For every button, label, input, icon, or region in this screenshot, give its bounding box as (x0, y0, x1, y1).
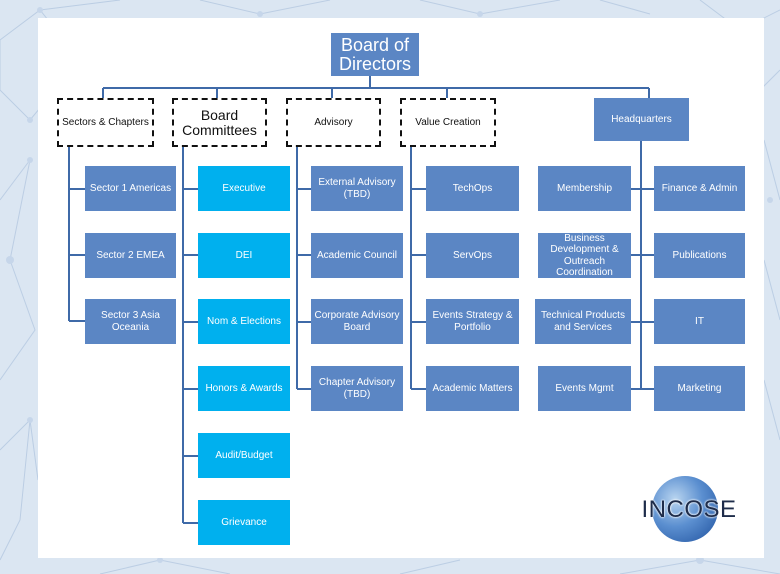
committee-box: Audit/Budget (198, 433, 290, 478)
committee-box: Grievance (198, 500, 290, 545)
advisory-box: Academic Council (311, 233, 403, 278)
hq-right-box: Finance & Admin (654, 166, 745, 211)
org-chart-connectors (68, 76, 654, 524)
hq-left-box: Membership (538, 166, 631, 211)
committee-box: Nom & Elections (198, 299, 290, 344)
committee-box: Honors & Awards (198, 366, 290, 411)
org-chart-slide: Board of Directors Sectors & Chapters Bo… (38, 18, 764, 558)
advisory-box: Chapter Advisory (TBD) (311, 366, 403, 411)
hq-left-box: Events Mgmt (538, 366, 631, 411)
advisory-box: External Advisory (TBD) (311, 166, 403, 211)
sector-box: Sector 3 Asia Oceania (85, 299, 176, 344)
category-value-creation: Value Creation (400, 98, 496, 147)
board-of-directors-box: Board of Directors (331, 33, 419, 76)
value-creation-box: TechOps (426, 166, 519, 211)
value-creation-box: ServOps (426, 233, 519, 278)
advisory-box: Corporate Advisory Board (311, 299, 403, 344)
sector-box: Sector 2 EMEA (85, 233, 176, 278)
category-board-committees: Board Committees (172, 98, 267, 147)
hq-right-box: Marketing (654, 366, 745, 411)
value-creation-box: Academic Matters (426, 366, 519, 411)
hq-right-box: Publications (654, 233, 745, 278)
committee-box: Executive (198, 166, 290, 211)
value-creation-box: Events Strategy & Portfolio (426, 299, 519, 344)
incose-logo-text: INCOSE (641, 496, 737, 523)
category-sectors-chapters: Sectors & Chapters (57, 98, 154, 147)
committee-box: DEI (198, 233, 290, 278)
hq-left-box: Business Development & Outreach Coordina… (538, 233, 631, 278)
category-headquarters: Headquarters (594, 98, 689, 141)
hq-right-box: IT (654, 299, 745, 344)
category-advisory: Advisory (286, 98, 381, 147)
sector-box: Sector 1 Americas (85, 166, 176, 211)
globe-icon (652, 476, 718, 542)
incose-logo: INCOSE (634, 474, 744, 544)
hq-left-box: Technical Products and Services (535, 299, 631, 344)
